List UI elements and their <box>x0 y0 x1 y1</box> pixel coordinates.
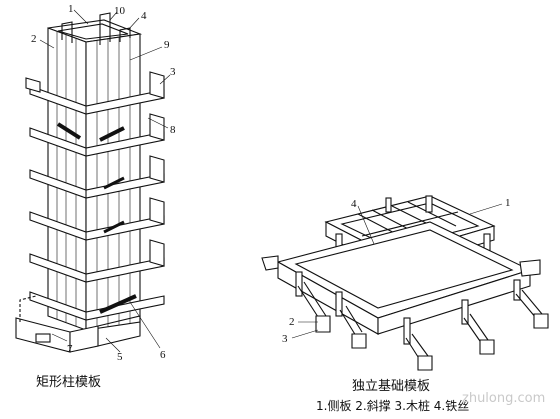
cleanout-frame <box>15 317 71 353</box>
cleanout-opening <box>35 333 51 343</box>
callout-7: 7 <box>67 343 73 355</box>
foundation-title: 独立基础模板 <box>352 379 430 394</box>
column-title: 矩形柱模板 <box>36 375 101 390</box>
callout-stake: 3 <box>282 333 288 345</box>
callout-wire: 4 <box>351 198 357 210</box>
tie-wires <box>56 122 137 314</box>
foundation-legend: 1.侧板 2.斜撑 3.木桩 4.铁丝 <box>316 398 469 413</box>
watermark: zhulong.com <box>462 391 545 406</box>
callout-8: 8 <box>170 124 176 136</box>
callout-10: 10 <box>114 5 126 17</box>
callout-5: 5 <box>117 351 123 363</box>
callout-3: 3 <box>170 66 176 78</box>
foundation-formwork: 4 1 2 3 独立基础模板 1.侧板 2.斜撑 3.木桩 4.铁丝 <box>261 195 549 413</box>
callout-side-board: 1 <box>505 197 511 209</box>
callout-brace: 2 <box>289 316 295 328</box>
callout-1: 1 <box>68 3 74 15</box>
diagonal-braces <box>297 281 543 361</box>
column-formwork: 1 10 4 2 9 3 8 7 5 6 矩形柱模板 <box>15 3 176 390</box>
wooden-stakes <box>315 313 549 371</box>
lower-tier-inner <box>294 229 514 309</box>
callout-2: 2 <box>31 33 37 45</box>
callout-9: 9 <box>164 39 170 51</box>
callout-4: 4 <box>141 10 147 22</box>
callout-6: 6 <box>160 349 166 361</box>
column-leaders <box>39 9 171 353</box>
